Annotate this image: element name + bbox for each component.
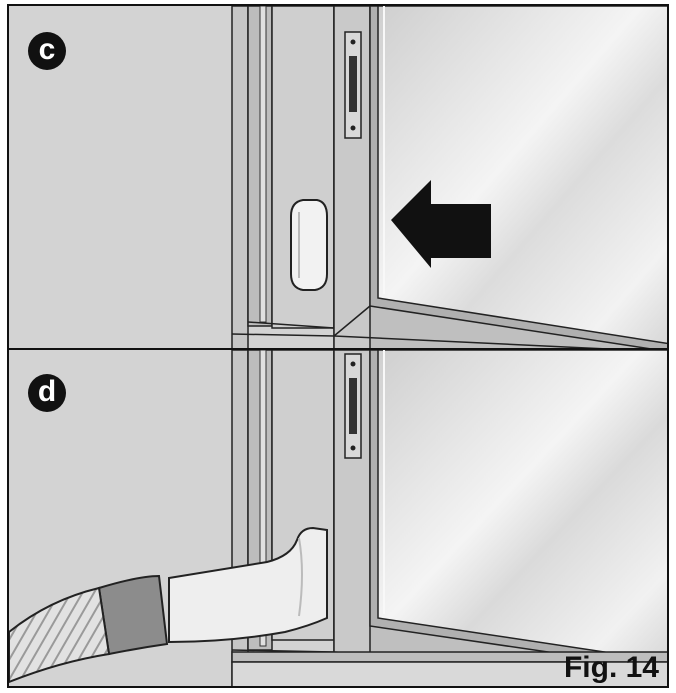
latch-plate-icon [344, 353, 362, 459]
window-frame-illustration-d [9, 350, 667, 686]
hose-band [97, 574, 169, 656]
window-frame-illustration-c [9, 6, 667, 348]
door-handle-icon [290, 199, 328, 291]
hose-adapter [168, 526, 328, 644]
window-glass [377, 6, 667, 345]
step-d-badge: d [28, 374, 66, 412]
frame-rail [231, 6, 249, 348]
exhaust-hose [9, 586, 111, 684]
step-c-panel: c [7, 4, 669, 350]
figure-caption: Fig. 14 [563, 651, 659, 684]
step-d-panel: d [7, 348, 669, 688]
latch-plate-icon [344, 31, 362, 139]
step-c-badge: c [28, 32, 66, 70]
left-arrow-icon [391, 180, 491, 268]
window-glass [377, 350, 667, 663]
